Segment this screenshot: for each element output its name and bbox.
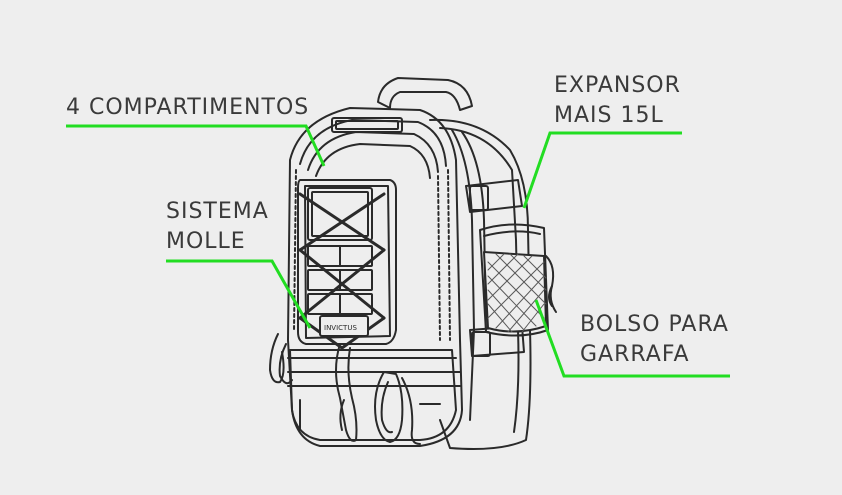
leader-compartments (66, 124, 326, 167)
label-bottle-pocket-line-2: GARRAFA (580, 342, 690, 367)
leader-molle (166, 259, 312, 329)
brand-label (319, 315, 369, 337)
label-molle-line-2: MOLLE (166, 229, 246, 254)
label-compartments: 4 COMPARTIMENTOS (66, 93, 309, 123)
cord-lock (335, 343, 358, 442)
leader-bottle-pocket (534, 299, 730, 378)
bottom-pocket (289, 349, 457, 441)
front-panel (297, 179, 397, 345)
label-expander-line-1: EXPANSOR (554, 73, 681, 98)
brand-text: INVICTUS (324, 324, 357, 332)
carry-handle (377, 77, 473, 111)
bungee-cord (298, 192, 386, 350)
label-bottle-pocket: BOLSO PARA GARRAFA (580, 310, 729, 370)
zipper-pull-left (269, 333, 285, 384)
carabiner (374, 371, 404, 443)
label-compartments-text: 4 COMPARTIMENTOS (66, 95, 310, 120)
velcro-patch (331, 117, 403, 133)
label-expander-line-2: MAIS 15L (554, 103, 664, 128)
label-molle: SISTEMA MOLLE (166, 197, 269, 257)
bottle-pocket (479, 223, 549, 337)
backpack-main-body (287, 107, 463, 447)
molle-patch-top (307, 187, 373, 241)
compression-strap (465, 179, 523, 213)
label-expander: EXPANSOR MAIS 15L (554, 71, 681, 131)
label-molle-line-1: SISTEMA (166, 199, 269, 224)
leader-expander (522, 131, 682, 209)
label-bottle-pocket-line-1: BOLSO PARA (580, 312, 729, 337)
